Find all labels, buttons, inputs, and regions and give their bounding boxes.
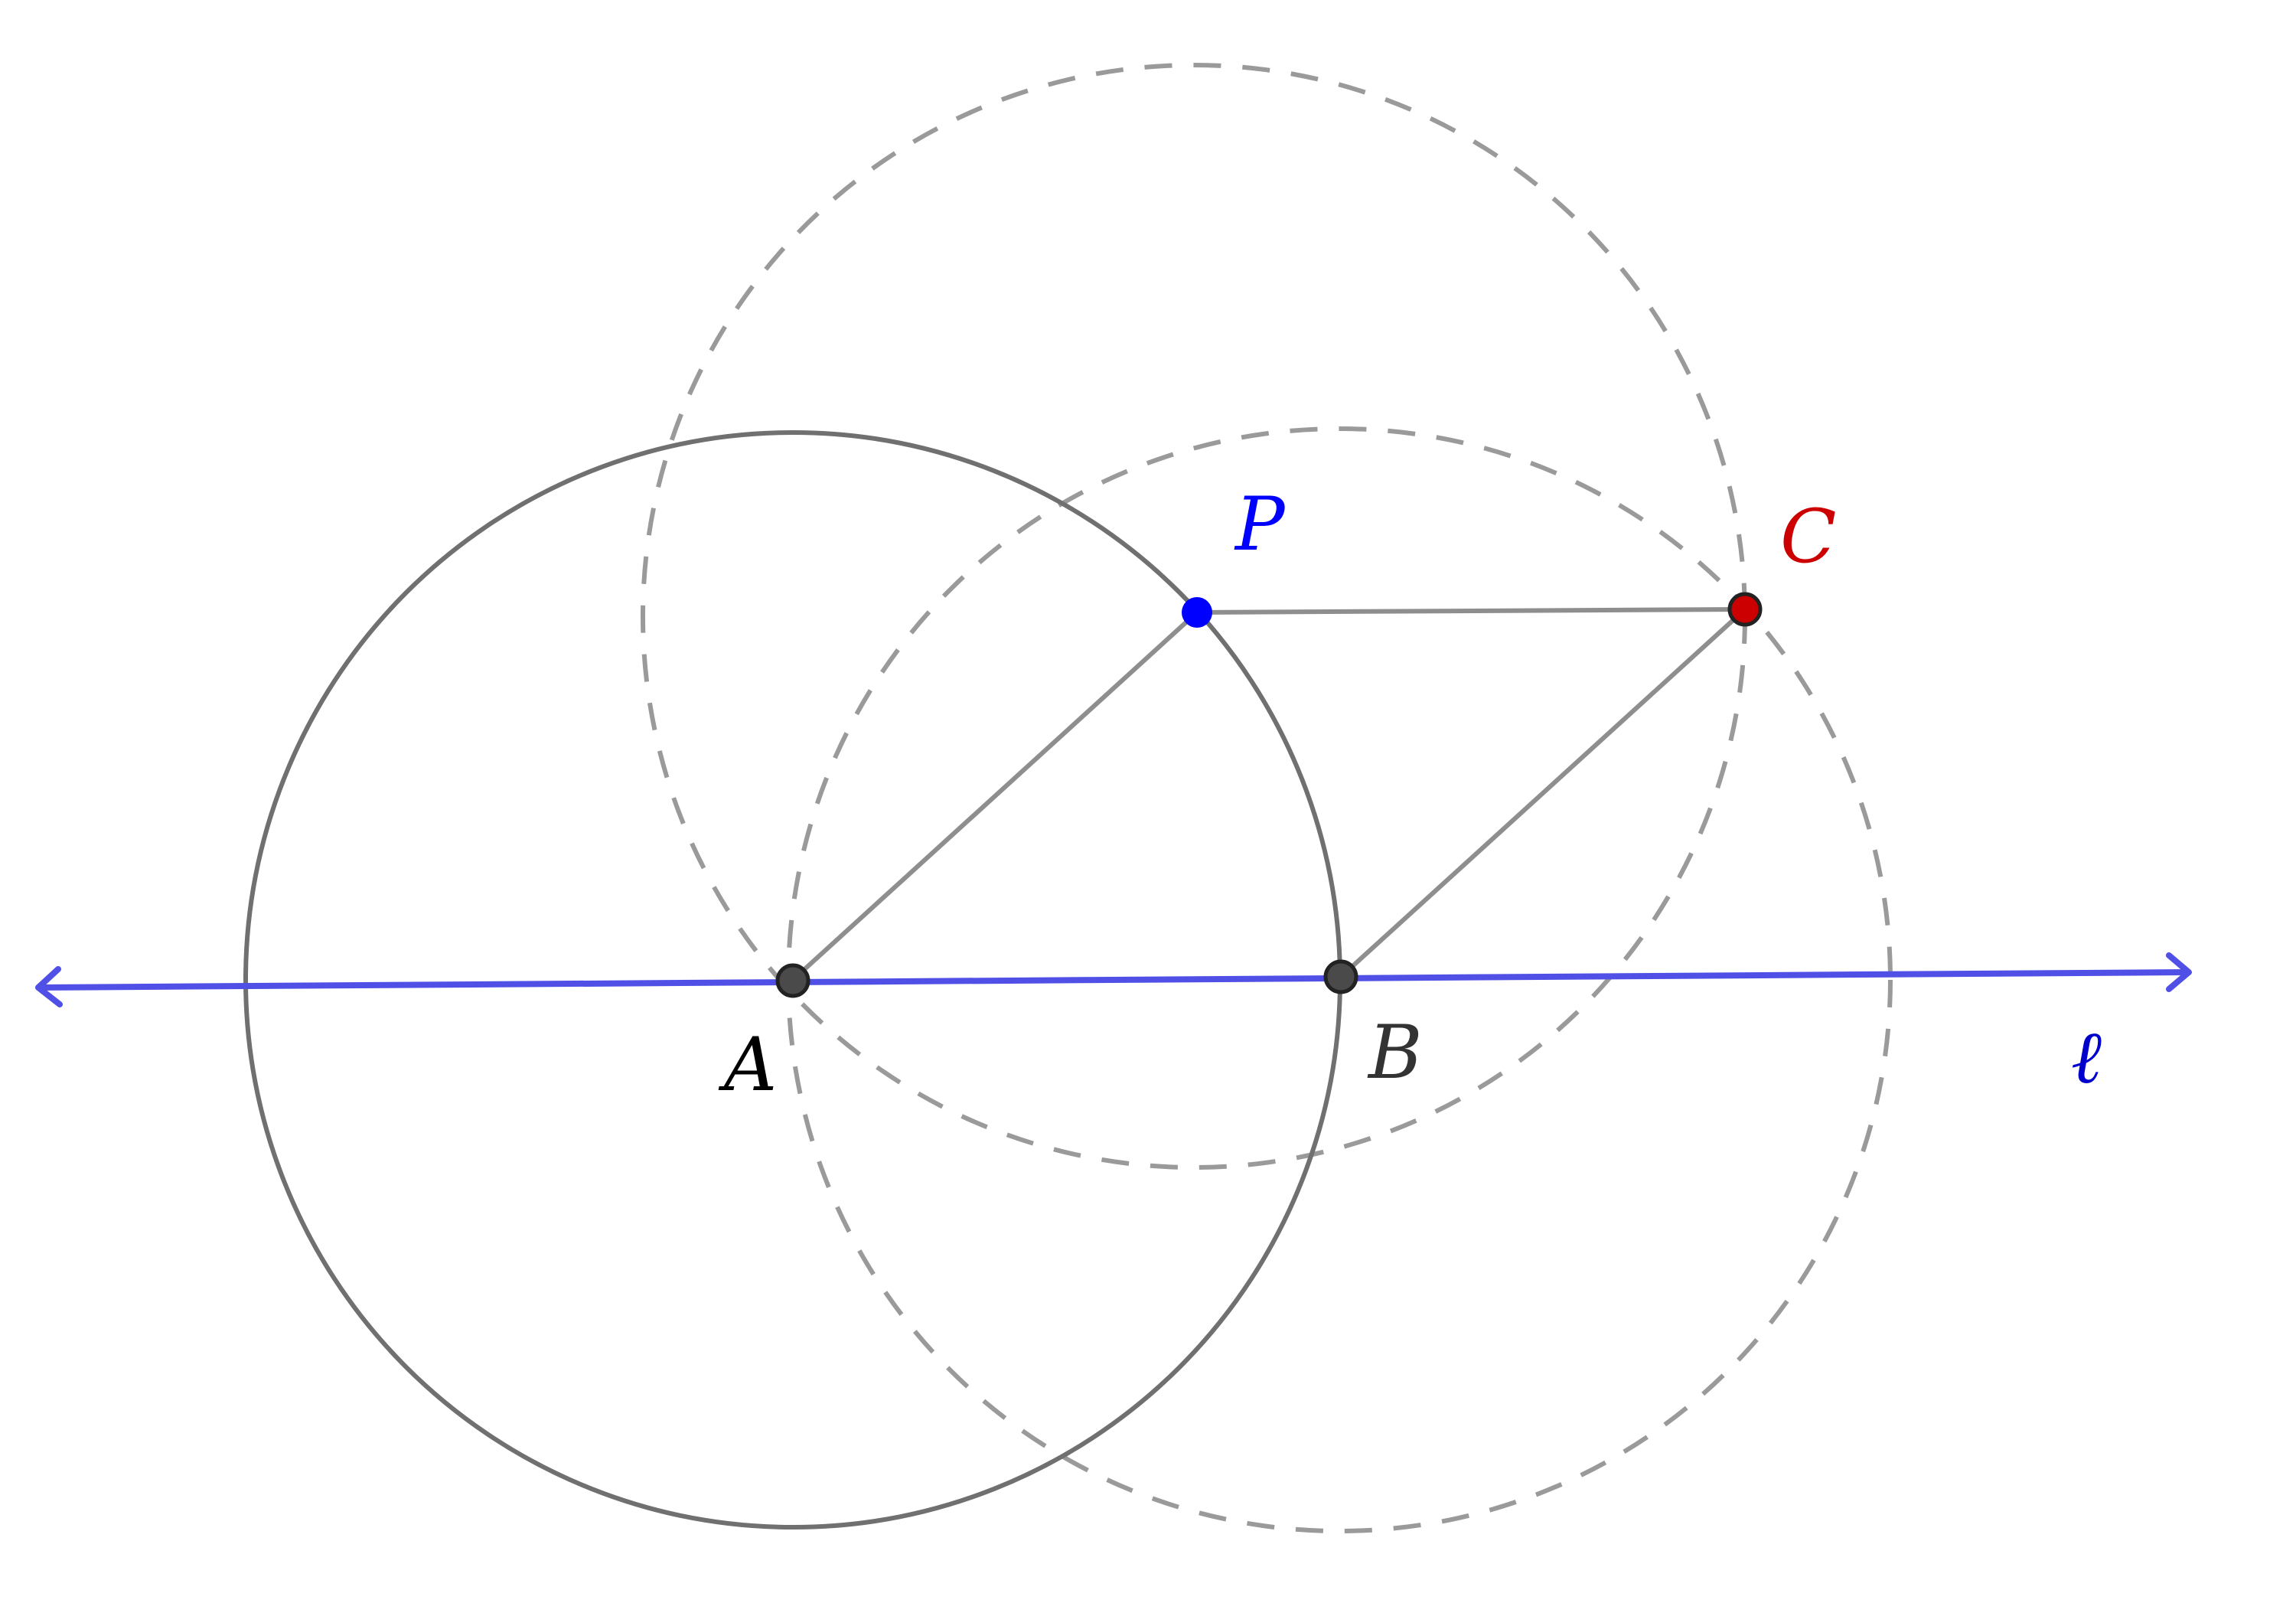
- point-b: [1323, 959, 1358, 994]
- arrowhead-icon: [2166, 952, 2192, 992]
- line-l: [39, 969, 2188, 991]
- point-a: [775, 963, 810, 998]
- label-line-l: ℓ: [2071, 1014, 2102, 1100]
- label-b: B: [1367, 1010, 1423, 1095]
- point-p: [1182, 597, 1212, 628]
- segment-ap: [791, 610, 1199, 982]
- arrowhead-icon: [35, 966, 63, 1007]
- point-c: [1727, 592, 1763, 627]
- segment-bc: [1339, 607, 1747, 979]
- label-p: P: [1234, 482, 1286, 567]
- label-a: A: [718, 1022, 777, 1108]
- label-c: C: [1780, 494, 1836, 579]
- segment-pc: [1196, 607, 1746, 615]
